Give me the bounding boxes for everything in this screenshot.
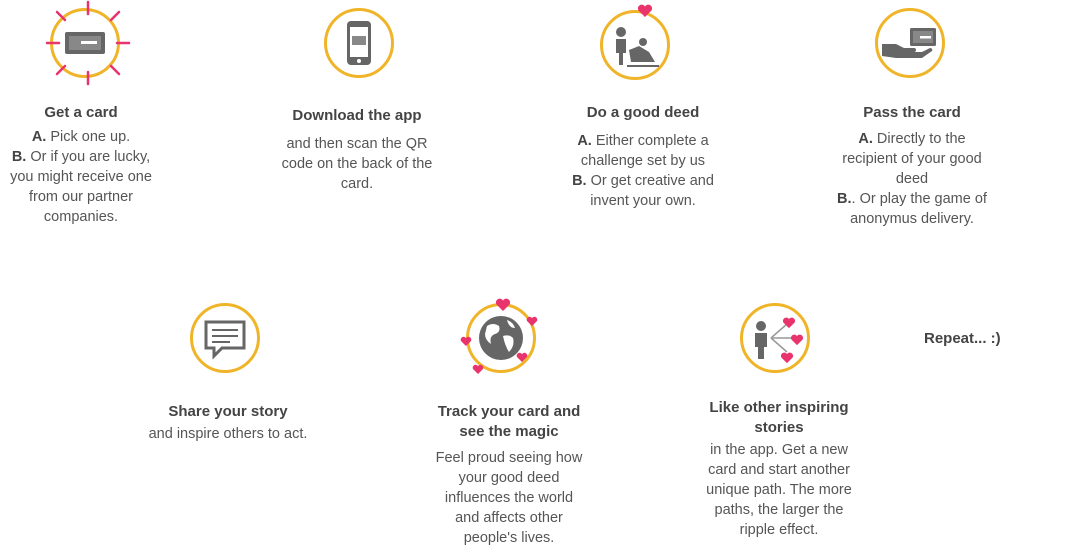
helping-person-icon: [600, 10, 670, 80]
step-line: B.. Or play the game of: [837, 191, 987, 207]
step-line: companies.: [43, 209, 119, 225]
step-line: paths, the larger the: [714, 502, 844, 518]
step-share-your-story: Share your story and inspire others to a…: [128, 402, 328, 444]
step-do-a-good-deed: Do a good deed A. Either complete a chal…: [555, 103, 731, 211]
step-title: Track your card and: [437, 403, 581, 420]
step-line: A. Either complete a: [577, 133, 709, 149]
step-line: unique path. The more: [706, 482, 852, 498]
step-pass-the-card: Pass the card A. Directly to the recipie…: [822, 103, 1002, 229]
step-line: and affects other: [455, 510, 563, 526]
step-line: A. Directly to the: [858, 131, 966, 147]
step-track-your-card: Track your card and see the magic Feel p…: [414, 402, 604, 548]
step-line: challenge set by us: [580, 153, 706, 169]
step-line: deed: [895, 171, 929, 187]
step-line: invent your own.: [590, 193, 696, 209]
globe-hearts-icon: [466, 303, 536, 373]
heart-icon: [637, 4, 653, 17]
step-title: Share your story: [168, 403, 288, 420]
step-line: card.: [340, 176, 374, 192]
heart-icon: [460, 336, 472, 346]
heart-icon: [790, 334, 804, 346]
step-line: recipient of your good: [842, 151, 982, 167]
repeat-label: Repeat... :): [924, 330, 1001, 347]
step-line: B. Or if you are lucky,: [11, 149, 151, 165]
card-burst-icon: [50, 8, 120, 78]
step-get-a-card: Get a card A. Pick one up. B. Or if you …: [0, 103, 162, 227]
heart-icon: [516, 352, 528, 362]
step-line: card and start another: [708, 462, 850, 478]
heart-icon: [526, 316, 538, 326]
step-line: A. Pick one up.: [31, 129, 131, 145]
step-line: code on the back of the: [281, 156, 433, 172]
step-title: Pass the card: [863, 104, 961, 121]
step-line: influences the world: [444, 490, 574, 506]
phone-icon: [324, 8, 394, 78]
step-title: Like other inspiring: [709, 399, 849, 416]
step-title: Do a good deed: [586, 104, 700, 121]
step-title: stories: [754, 419, 804, 436]
step-like-other-stories: Like other inspiring stories in the app.…: [688, 398, 870, 540]
step-line: B. Or get creative and: [572, 173, 714, 189]
step-line: Feel proud seeing how: [435, 450, 583, 466]
step-line: people's lives.: [463, 530, 555, 546]
step-title: Get a card: [44, 104, 118, 121]
heart-icon: [495, 298, 511, 311]
heart-icon: [472, 364, 484, 374]
step-line: and then scan the QR: [286, 136, 428, 152]
step-title: see the magic: [459, 423, 559, 440]
step-line: you might receive one: [10, 169, 152, 185]
heart-icon: [782, 317, 796, 329]
step-line: and inspire others to act.: [148, 426, 308, 442]
hand-card-icon: [875, 8, 945, 78]
step-line: from our partner: [29, 189, 133, 205]
burst-rays-icon: [45, 0, 131, 86]
step-title: Download the app: [292, 107, 422, 124]
step-line: your good deed: [458, 470, 560, 486]
step-line: ripple effect.: [739, 522, 819, 538]
heart-icon: [780, 352, 794, 364]
step-line: anonymus delivery.: [850, 211, 974, 227]
step-download-the-app: Download the app and then scan the QR co…: [262, 106, 452, 194]
step-line: in the app. Get a new: [710, 442, 848, 458]
chat-bubble-icon: [190, 303, 260, 373]
